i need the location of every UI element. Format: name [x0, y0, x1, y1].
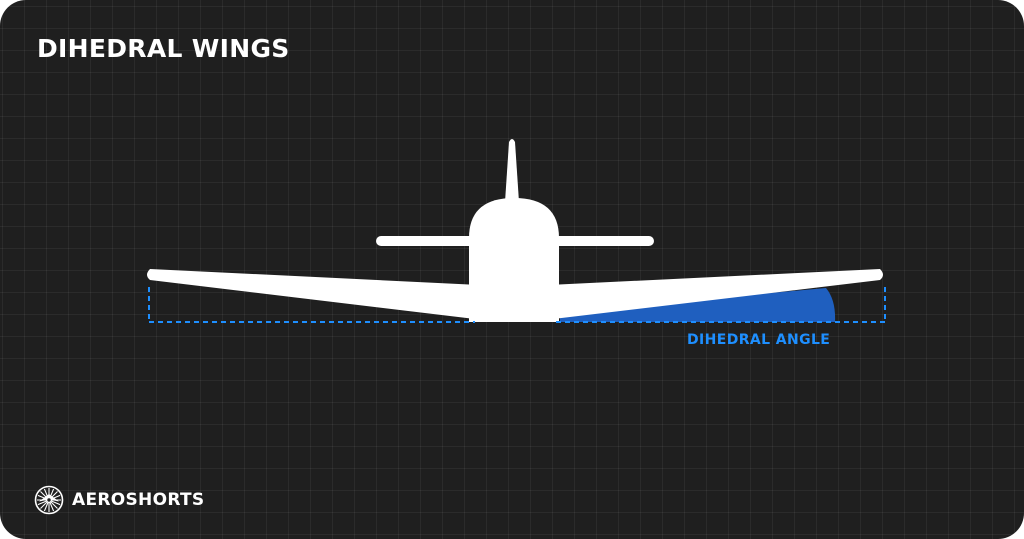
right-wing — [528, 269, 883, 322]
brand: AEROSHORTS — [34, 485, 204, 515]
dihedral-angle-wedge — [560, 288, 836, 322]
propeller-logo-icon — [34, 485, 64, 515]
dihedral-angle-label: DIHEDRAL ANGLE — [687, 332, 831, 348]
brand-name: AEROSHORTS — [72, 489, 205, 510]
left-wing — [147, 269, 500, 322]
page-title: DIHEDRAL WINGS — [37, 34, 290, 63]
aircraft-front-view — [147, 139, 883, 322]
horizontal-reference-lines — [148, 287, 886, 323]
vertical-tail — [505, 139, 519, 202]
